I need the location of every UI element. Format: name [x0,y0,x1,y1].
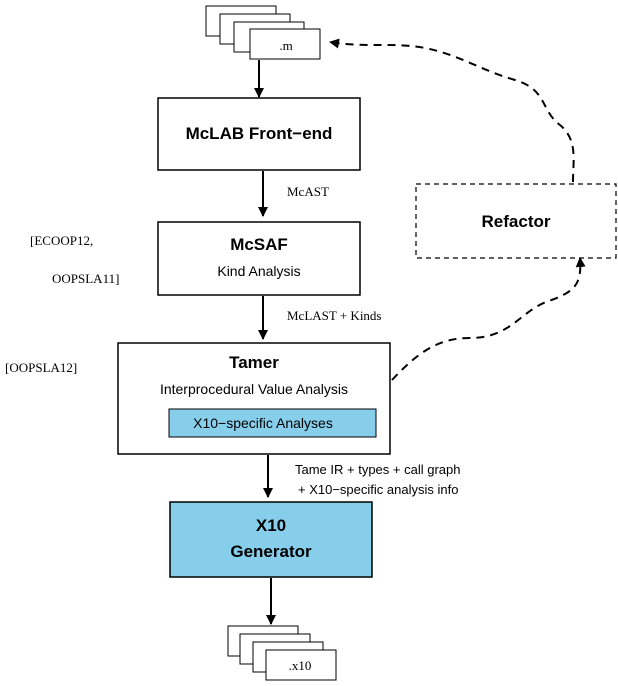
output-file-label: .x10 [289,658,312,673]
tamer-title: Tamer [229,353,279,372]
input-file-label: .m [279,38,292,53]
mcsaf-title: McSAF [230,235,288,254]
dashed-arrow-refactor-to-input [329,38,575,183]
x10-analyses-box [168,408,377,438]
input-file-stack: .m [205,5,321,60]
file-sheet-front [249,28,321,60]
edge-label-tame-ir-line2: + X10−specific analysis info [298,482,458,497]
generator-box: X10 Generator [169,501,373,578]
mcsaf-subtitle: Kind Analysis [217,263,300,279]
generator-title-line1: X10 [256,516,286,535]
output-file-stack: .x10 [227,625,337,681]
citation-mcsaf-line1: [ECOOP12, [30,233,93,248]
x10-analyses-label: X10−specific Analyses [193,415,333,431]
citation-tamer: [OOPSLA12] [5,360,77,375]
file-sheet-front [265,649,337,681]
frontend-title: McLAB Front−end [186,124,333,143]
refactor-title: Refactor [482,212,551,231]
citation-mcsaf-line2: OOPSLA11] [52,271,119,286]
frontend-box: McLAB Front−end [157,97,361,171]
mcsaf-box: McSAF Kind Analysis [157,221,361,296]
tamer-box: Tamer Interprocedural Value Analysis X10… [117,342,391,455]
refactor-box: Refactor [415,183,617,259]
generator-title-line2: Generator [230,542,312,561]
edge-label-mclast-kinds: McLAST + Kinds [287,308,382,323]
tamer-subtitle: Interprocedural Value Analysis [160,381,348,397]
edge-label-tame-ir-line1: Tame IR + types + call graph [295,462,460,477]
edge-label-mcast: McAST [287,184,329,199]
dashed-arrow-tamer-to-refactor [391,257,586,381]
